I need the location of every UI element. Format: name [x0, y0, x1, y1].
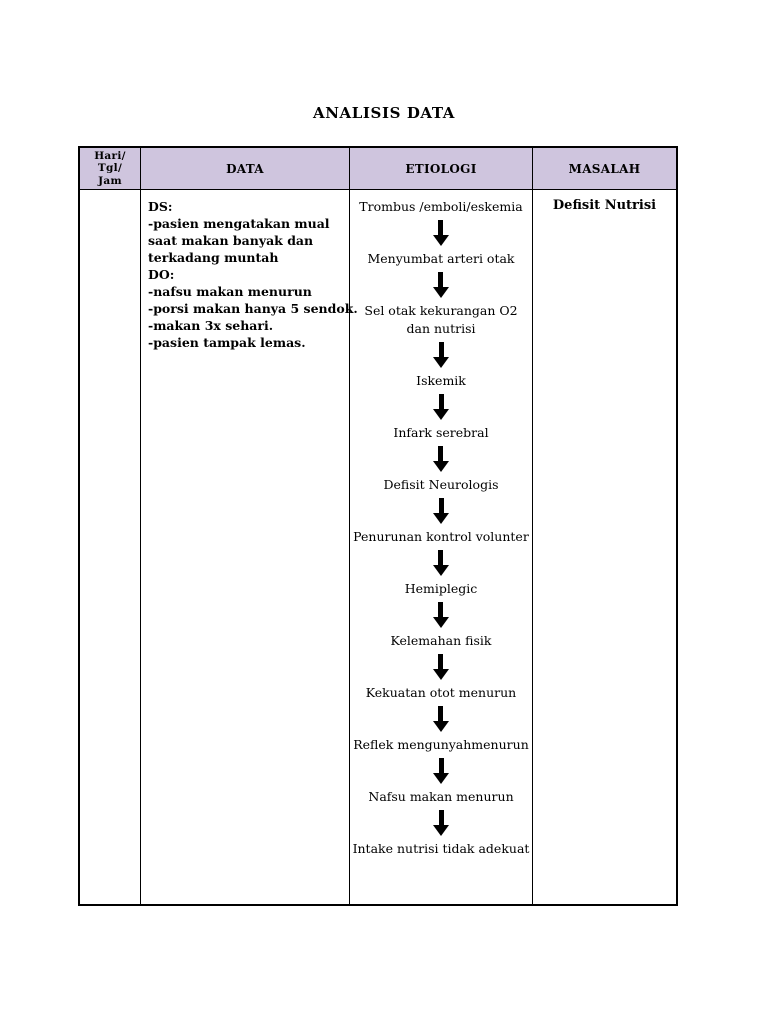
flowchart-step-label: Infark serebral [393, 425, 489, 440]
down-arrow-icon [432, 706, 449, 732]
data-text-line: -porsi makan hanya 5 sendok. [148, 301, 358, 316]
flowchart-node: Kelemahan fisik [390, 632, 492, 684]
down-arrow-icon [432, 602, 449, 628]
column-header-hari-tgl-jam: Hari/ Tgl/ Jam [80, 148, 141, 189]
data-text-line: terkadang muntah [148, 250, 279, 265]
down-arrow-icon [432, 654, 449, 680]
data-text-line: DS: [148, 199, 173, 214]
down-arrow-icon [432, 550, 449, 576]
flowchart-node: Kekuatan otot menurun [366, 684, 516, 736]
down-arrow-icon [433, 758, 449, 784]
flowchart-node: Defisit Neurologis [384, 476, 499, 528]
flowchart-step-label: Nafsu makan menurun [368, 789, 514, 804]
flowchart-step-label: Menyumbat arteri otak [367, 251, 515, 266]
flowchart-step-label: Trombus /emboli/eskemia [359, 199, 523, 214]
data-text-line: -makan 3x sehari. [148, 318, 274, 333]
cell-hari-tgl-jam [80, 190, 141, 904]
flowchart-step-label: Kekuatan otot menurun [365, 685, 517, 700]
flowchart-node: Reflek mengunyahmenurun [353, 736, 529, 788]
down-arrow-icon [433, 342, 449, 368]
flowchart-node: Nafsu makan menurun [368, 788, 514, 840]
down-arrow-icon [433, 394, 449, 420]
flowchart-step-label: Intake nutrisi tidak adekuat [352, 841, 530, 856]
flowchart-step-label: Defisit Neurologis [383, 477, 499, 492]
down-arrow-icon [432, 220, 449, 246]
flowchart-node: Penurunan kontrol volunter [353, 528, 529, 580]
cell-data: DS: -pasien mengatakan mual saat makan b… [141, 190, 358, 904]
flowchart-step-label: Sel otak kekurangan O2 dan nutrisi [364, 303, 518, 336]
data-text-line: -nafsu makan menurun [148, 284, 312, 299]
column-header-etiologi: ETIOLOGI [350, 148, 533, 189]
flowchart-node: Sel otak kekurangan O2 dan nutrisi [364, 302, 518, 372]
table-header-row: Hari/ Tgl/ Jam DATA ETIOLOGI MASALAH [80, 148, 676, 190]
page-title: ANALISIS DATA [312, 104, 456, 122]
down-arrow-icon [433, 810, 449, 836]
cell-masalah: Defisit Nutrisi [552, 198, 657, 213]
flowchart-node: Trombus /emboli/eskemia [359, 198, 523, 250]
down-arrow-icon [432, 446, 449, 472]
flowchart-node: Menyumbat arteri otak [367, 250, 515, 302]
flowchart-step-label: Hemiplegic [404, 581, 478, 596]
flowchart-node: Intake nutrisi tidak adekuat [353, 840, 530, 858]
column-header-masalah: MASALAH [568, 161, 641, 176]
data-text-line: DO: [148, 267, 175, 282]
down-arrow-icon [433, 498, 449, 524]
flowchart-step-label: Reflek mengunyahmenurun [353, 737, 529, 752]
data-text-line: saat makan banyak dan [148, 233, 314, 248]
flowchart-node: Iskemik [416, 372, 466, 424]
down-arrow-icon [432, 272, 449, 298]
data-text-line: -pasien mengatakan mual [148, 216, 330, 231]
flowchart-step-label: Kelemahan fisik [390, 633, 492, 648]
column-header-data: DATA [141, 148, 350, 189]
flowchart-node: Hemiplegic [404, 580, 478, 632]
cell-etiologi-flowchart: Trombus /emboli/eskemia Menyumbat arteri… [350, 190, 533, 904]
data-text-line: -pasien tampak lemas. [148, 335, 306, 350]
table-body-row: DS: -pasien mengatakan mual saat makan b… [80, 190, 676, 904]
flowchart-node: Infark serebral [393, 424, 489, 476]
analisis-data-table: Hari/ Tgl/ Jam DATA ETIOLOGI MASALAH DS:… [78, 146, 678, 906]
flowchart-step-label: Penurunan kontrol volunter [353, 529, 529, 544]
flowchart-step-label: Iskemik [416, 373, 466, 388]
